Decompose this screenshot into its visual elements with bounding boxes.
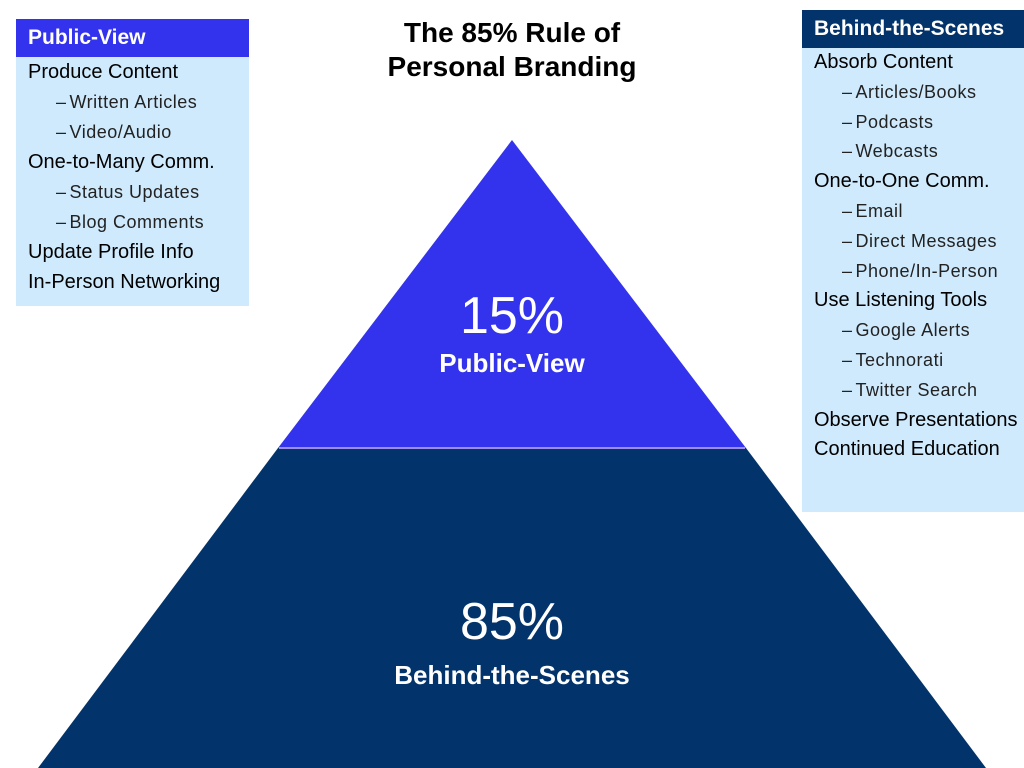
- top-segment-percent: 15%: [459, 287, 565, 345]
- behind-the-scenes-panel: Behind-the-Scenes Absorb Content–Article…: [802, 10, 1024, 512]
- list-item-text: Articles/Books: [855, 81, 977, 102]
- public-view-list: Produce Content–Written Articles–Video/A…: [16, 57, 249, 297]
- list-item-text: In-Person Networking: [28, 271, 221, 293]
- list-item-text: Written Articles: [69, 92, 198, 112]
- bottom-segment-percent: 85%: [459, 593, 565, 651]
- dash-bullet-icon: –: [842, 320, 853, 341]
- list-item-text: Google Alerts: [855, 320, 971, 341]
- dash-bullet-icon: –: [842, 111, 853, 132]
- list-item-text: Email: [855, 200, 904, 221]
- list-item-text: Direct Messages: [855, 230, 998, 251]
- list-subitem: –Email: [802, 197, 1024, 227]
- list-item: One-to-One Comm.: [802, 167, 1024, 197]
- list-subitem: –Podcasts: [802, 108, 1024, 138]
- list-item-text: Produce Content: [28, 61, 179, 83]
- title-line-1: The 85% Rule of: [403, 17, 621, 48]
- public-view-panel: Public-View Produce Content–Written Arti…: [16, 19, 249, 306]
- list-subitem: –Technorati: [802, 346, 1024, 376]
- list-item-text: Podcasts: [855, 111, 934, 132]
- list-subitem: –Direct Messages: [802, 227, 1024, 257]
- diagram-title: The 85% Rule of Personal Branding: [352, 16, 672, 84]
- dash-bullet-icon: –: [842, 81, 853, 102]
- list-item: Produce Content: [16, 57, 249, 87]
- list-item-text: Status Updates: [69, 182, 200, 202]
- list-subitem: –Written Articles: [16, 87, 249, 117]
- list-item-text: Twitter Search: [855, 379, 978, 400]
- list-item-text: One-to-One Comm.: [814, 170, 990, 193]
- list-item-text: Blog Comments: [69, 212, 205, 232]
- dash-bullet-icon: –: [842, 230, 853, 251]
- behind-the-scenes-panel-heading: Behind-the-Scenes: [802, 10, 1024, 48]
- list-item-text: Webcasts: [855, 141, 939, 162]
- list-subitem: –Video/Audio: [16, 117, 249, 147]
- list-item: Use Listening Tools: [802, 286, 1024, 316]
- dash-bullet-icon: –: [56, 182, 67, 202]
- dash-bullet-icon: –: [56, 122, 67, 142]
- pyramid-bottom-segment: [38, 448, 986, 768]
- list-item-text: Phone/In-Person: [855, 260, 999, 281]
- dash-bullet-icon: –: [842, 200, 853, 221]
- list-subitem: –Blog Comments: [16, 207, 249, 237]
- bottom-segment-label: 85% Behind-the-Scenes: [362, 594, 662, 690]
- public-view-panel-heading: Public-View: [16, 19, 249, 57]
- list-item: Continued Education: [802, 435, 1024, 465]
- dash-bullet-icon: –: [56, 92, 67, 112]
- list-item-text: Video/Audio: [69, 122, 172, 142]
- list-item-text: Observe Presentations: [814, 408, 1018, 431]
- list-subitem: –Webcasts: [802, 137, 1024, 167]
- list-subitem: –Articles/Books: [802, 78, 1024, 108]
- dash-bullet-icon: –: [842, 260, 853, 281]
- behind-the-scenes-list: Absorb Content–Articles/Books–Podcasts–W…: [802, 48, 1024, 465]
- title-line-2: Personal Branding: [387, 51, 637, 82]
- list-subitem: –Twitter Search: [802, 376, 1024, 406]
- bottom-segment-name: Behind-the-Scenes: [394, 660, 630, 690]
- dash-bullet-icon: –: [56, 212, 67, 232]
- list-item-text: Absorb Content: [814, 51, 953, 73]
- pyramid-top-segment: [278, 140, 746, 448]
- list-item-text: Use Listening Tools: [814, 289, 988, 312]
- dash-bullet-icon: –: [842, 141, 853, 162]
- list-item: One-to-Many Comm.: [16, 147, 249, 177]
- dash-bullet-icon: –: [842, 379, 853, 400]
- list-item-text: One-to-Many Comm.: [28, 151, 215, 173]
- list-subitem: –Status Updates: [16, 177, 249, 207]
- top-segment-label: 15% Public-View: [412, 288, 612, 378]
- list-item-text: Continued Education: [814, 438, 1000, 461]
- list-item: In-Person Networking: [16, 267, 249, 297]
- list-item: Observe Presentations: [802, 406, 1024, 436]
- list-subitem: –Phone/In-Person: [802, 257, 1024, 287]
- list-subitem: –Google Alerts: [802, 316, 1024, 346]
- list-item: Update Profile Info: [16, 237, 249, 267]
- list-item-text: Update Profile Info: [28, 241, 194, 263]
- list-item-text: Technorati: [855, 349, 944, 370]
- top-segment-name: Public-View: [439, 348, 585, 378]
- list-item: Absorb Content: [802, 48, 1024, 78]
- dash-bullet-icon: –: [842, 349, 853, 370]
